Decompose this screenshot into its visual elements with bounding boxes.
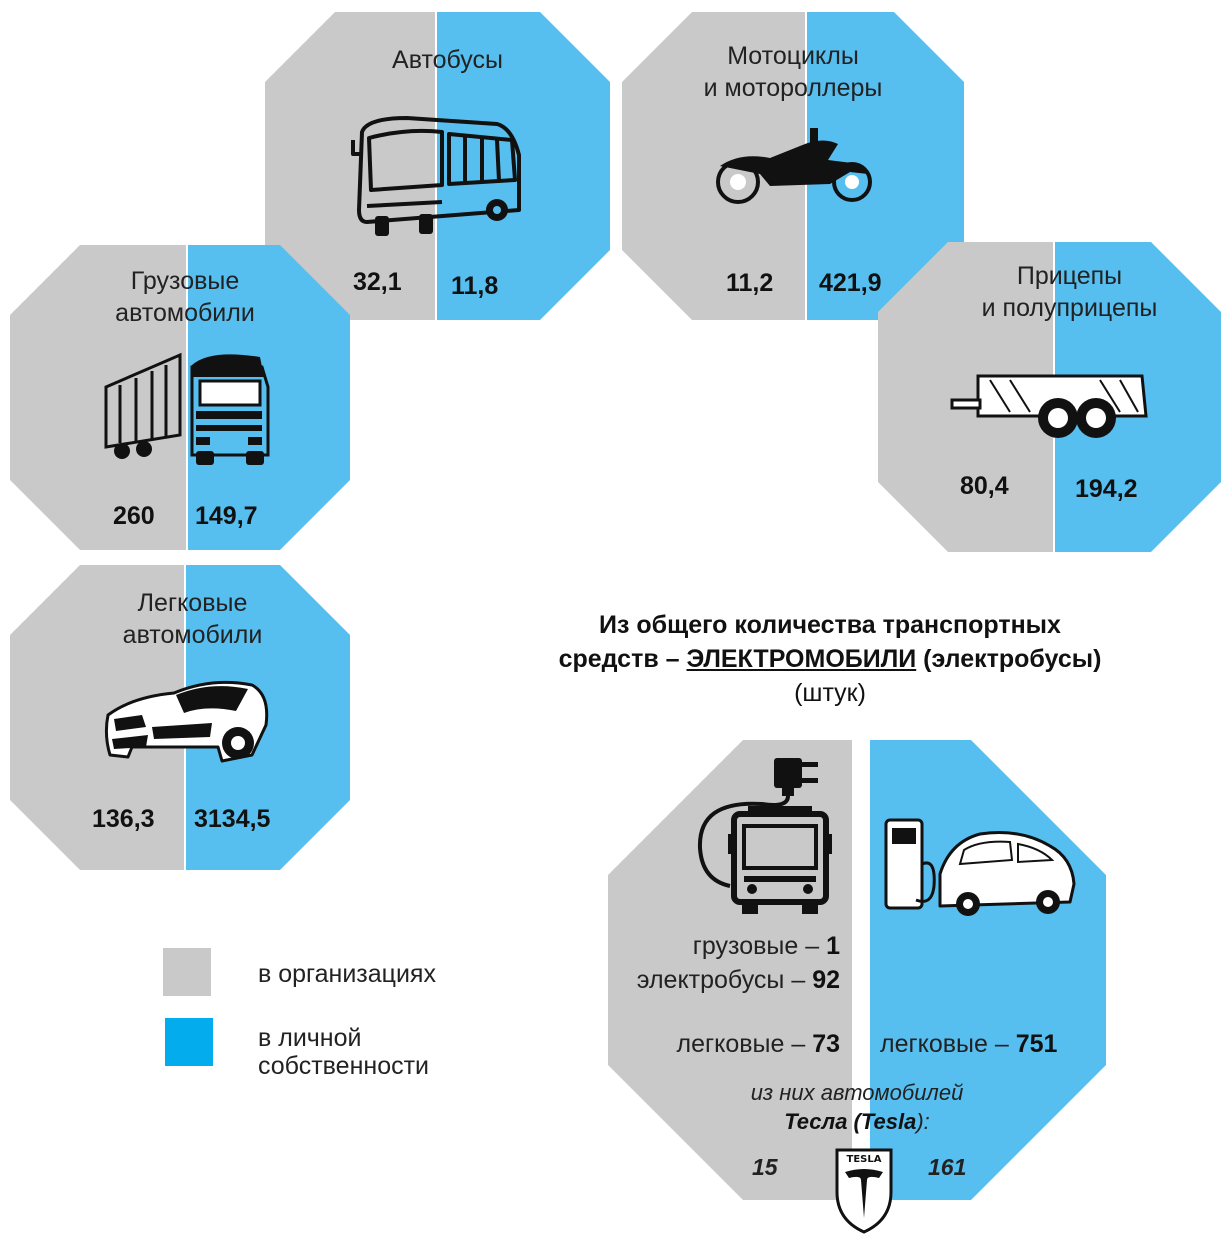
- ev-cars-personal-row: легковые – 751: [880, 1030, 1058, 1058]
- ev-ebuses-value: 92: [812, 966, 840, 994]
- buses-label: Автобусы: [392, 46, 503, 74]
- trailers-personal-value: 194,2: [1075, 475, 1138, 503]
- tesla-logo-icon: TESLA: [835, 1148, 893, 1234]
- ev-title-line1: Из общего количества транспортных: [599, 611, 1061, 639]
- buses-panel: Автобусы 32,1 11,8: [265, 12, 610, 320]
- buses-octagon: [265, 12, 610, 320]
- legend-label-personal: в личной собственности: [258, 1024, 430, 1080]
- ev-tesla-personal-value: 161: [928, 1154, 967, 1180]
- trucks-label: Грузовые автомобили: [115, 267, 255, 327]
- motorcycles-org-value: 11,2: [726, 269, 774, 297]
- electric-bus-icon: [697, 758, 832, 914]
- trailers-label: Прицепы и полуприцепы: [981, 262, 1158, 322]
- ev-tesla-note-line2: Тесла (Tesla):: [784, 1109, 930, 1134]
- ev-cars-org-value: 73: [812, 1030, 840, 1058]
- legend-label-org: в организациях: [258, 960, 436, 988]
- ev-title-unit: (штук): [794, 679, 866, 707]
- motorcycle-icon: [716, 128, 872, 204]
- ev-title-emphasis: ЭЛЕКТРОМОБИЛИ: [686, 645, 917, 673]
- trucks-org-value: 260: [113, 502, 155, 530]
- svg-text:TESLA: TESLA: [847, 1154, 882, 1165]
- ev-tesla-note-line1: из них автомобилей: [750, 1080, 964, 1105]
- ev-trucks-value: 1: [826, 932, 840, 960]
- motorcycles-personal-value: 421,9: [819, 269, 882, 297]
- bus-icon: [351, 116, 521, 236]
- cars-panel: Легковые автомобили 136,3 3134,5: [10, 565, 350, 870]
- charging-car-icon: [884, 818, 1076, 916]
- cars-org-value: 136,3: [92, 805, 155, 833]
- buses-personal-value: 11,8: [451, 272, 499, 300]
- ev-ebuses-row: электробусы – 92: [636, 966, 840, 994]
- cars-personal-value: 3134,5: [194, 805, 271, 833]
- motorcycles-label: Мотоциклы и мотороллеры: [703, 42, 883, 102]
- trucks-personal-value: 149,7: [195, 502, 258, 530]
- motorcycles-panel: Мотоциклы и мотороллеры 11,2 421,9: [622, 12, 964, 320]
- ev-cars-org-row: легковые – 73: [676, 1030, 840, 1058]
- legend-swatch-personal: [165, 1018, 213, 1066]
- truck-icon: [104, 352, 270, 465]
- legend-swatch-org: [163, 948, 211, 996]
- ev-title-line2: средств – ЭЛЕКТРОМОБИЛИ (электробусы): [558, 645, 1102, 673]
- trailer-icon: [950, 374, 1148, 438]
- car-icon: [104, 680, 269, 763]
- ev-cars-personal-value: 751: [1015, 1030, 1058, 1058]
- cars-label: Легковые автомобили: [122, 589, 263, 649]
- buses-org-value: 32,1: [353, 268, 402, 296]
- ev-title: Из общего количества транспортных средст…: [490, 608, 1170, 710]
- trucks-panel: Грузовые автомобили 260 149,7: [10, 245, 350, 550]
- ev-trucks-row: грузовые – 1: [692, 932, 840, 960]
- ev-tesla-org-value: 15: [752, 1154, 778, 1180]
- motorcycles-octagon: [622, 12, 964, 320]
- trailers-org-value: 80,4: [960, 472, 1009, 500]
- trailers-panel: Прицепы и полуприцепы 80,4 194,2: [878, 242, 1221, 552]
